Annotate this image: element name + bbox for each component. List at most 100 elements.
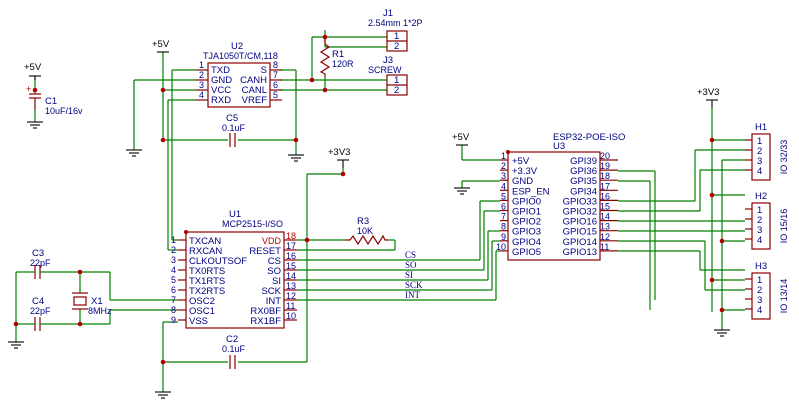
ref-c4: C4 bbox=[32, 296, 44, 307]
capacitor-c4: C4 22pF bbox=[30, 296, 51, 331]
pin-num: 7 bbox=[273, 70, 278, 80]
value-u1: MCP2515-I/SO bbox=[222, 219, 283, 229]
pin-name: TX0RTS bbox=[189, 266, 225, 277]
capacitor-c5: C5 0.1uF bbox=[222, 113, 246, 147]
pin-num: 2 bbox=[394, 41, 399, 52]
value-c3: 22pF bbox=[30, 258, 51, 268]
pin-num: 6 bbox=[171, 285, 176, 295]
header-label: IO 13/14 bbox=[779, 279, 789, 314]
power-label-3v3: +3V3 bbox=[697, 87, 719, 98]
pin-num: 1 bbox=[394, 31, 399, 42]
pin-name: GPIO2 bbox=[512, 217, 541, 228]
pin-num: 3 bbox=[501, 171, 506, 181]
pin-name: RXD bbox=[211, 95, 231, 106]
pin-name: GPI34 bbox=[570, 186, 597, 197]
pin-name: +5V bbox=[512, 156, 530, 167]
pin-num: 4 bbox=[757, 166, 762, 177]
pin-num: 4 bbox=[501, 181, 506, 191]
pin-name: GPIO16 bbox=[563, 217, 597, 228]
pin-name: RX0BF bbox=[250, 306, 281, 317]
pin-num: 18 bbox=[286, 231, 296, 241]
pin-num: 1 bbox=[394, 75, 399, 86]
power-3v3-u1: +3V3 bbox=[328, 147, 350, 168]
pin-num: 16 bbox=[286, 251, 296, 261]
pin-name: SCK bbox=[261, 286, 281, 297]
pin-num: 8 bbox=[171, 305, 176, 315]
header-label: IO 32/33 bbox=[779, 140, 789, 175]
pin-name: GPI35 bbox=[570, 176, 597, 187]
pin-num: 9 bbox=[501, 232, 506, 242]
ref-c1: C1 bbox=[45, 96, 57, 107]
pin-num: 4 bbox=[171, 265, 176, 275]
pin-num: 16 bbox=[600, 191, 610, 201]
ref-c2: C2 bbox=[226, 334, 238, 345]
ref-h1: H1 bbox=[755, 122, 767, 133]
pin-num: 6 bbox=[501, 202, 506, 212]
capacitor-c3: C3 22pF bbox=[30, 248, 51, 279]
pin-name: TXD bbox=[211, 65, 230, 76]
ground-icon bbox=[27, 121, 43, 129]
pin-name: RXCAN bbox=[189, 246, 222, 257]
pin-num: 4 bbox=[757, 235, 762, 246]
pin-name: GPIO15 bbox=[563, 227, 597, 238]
pin-num: 1 bbox=[199, 60, 204, 70]
connector-j3: 1 2 J3 SCREW bbox=[368, 55, 408, 96]
header-body bbox=[751, 272, 771, 320]
ground-icon bbox=[714, 329, 730, 337]
pin-num: 8 bbox=[501, 222, 506, 232]
ref-j3: J3 bbox=[383, 55, 393, 66]
pin-name: ESP_EN bbox=[512, 186, 550, 197]
pin-num: 14 bbox=[600, 212, 610, 222]
pin-num: 4 bbox=[757, 305, 762, 316]
pin-num: 3 bbox=[199, 80, 204, 90]
pin-num: 20 bbox=[600, 151, 610, 161]
pin-num: 19 bbox=[600, 161, 610, 171]
net-label: SCK bbox=[405, 280, 423, 290]
resistor-r3: R3 10K bbox=[345, 216, 388, 246]
net-labels: CS SO SI SCK INT bbox=[405, 250, 423, 300]
ground-icon bbox=[288, 154, 304, 162]
value-x1: 8MHz bbox=[88, 306, 112, 316]
pin-name: CS bbox=[268, 256, 281, 267]
pin-name: VREF bbox=[242, 95, 268, 106]
pin-name: VSS bbox=[189, 316, 208, 327]
pin-name: OSC1 bbox=[189, 306, 215, 317]
ref-u1: U1 bbox=[229, 209, 241, 220]
pin-name: SO bbox=[267, 266, 281, 277]
polarity-plus: + bbox=[26, 84, 31, 94]
net-label: INT bbox=[405, 290, 420, 300]
pin-name: VCC bbox=[211, 85, 231, 96]
pin-num: 3 bbox=[757, 156, 762, 167]
pin-num: 3 bbox=[171, 255, 176, 265]
pin-name: RX1BF bbox=[250, 316, 281, 327]
pin-name: TX2RTS bbox=[189, 286, 225, 297]
value-c4: 22pF bbox=[30, 306, 51, 316]
pin-name: GPI36 bbox=[570, 166, 597, 177]
power-5v-u2: +5V bbox=[152, 39, 170, 53]
pin-name: GPIO33 bbox=[563, 196, 597, 207]
ref-c5: C5 bbox=[226, 113, 238, 124]
pin-name: GPIO13 bbox=[563, 247, 597, 258]
pin-num: 1 bbox=[757, 275, 762, 286]
pin-num: 2 bbox=[757, 146, 762, 157]
power-5v-left: +5V bbox=[24, 62, 42, 80]
pin-num: 5 bbox=[501, 191, 506, 201]
value-c5: 0.1uF bbox=[222, 123, 246, 133]
pin-num: 9 bbox=[171, 315, 176, 325]
header-body bbox=[751, 133, 771, 181]
pin-name: GPIO5 bbox=[512, 247, 541, 258]
ground-icon bbox=[8, 341, 24, 349]
ref-r1: R1 bbox=[332, 49, 344, 60]
ref-j1: J1 bbox=[383, 8, 393, 19]
ref-x1: X1 bbox=[91, 296, 103, 307]
pin-num: 10 bbox=[286, 311, 296, 321]
pin-num: 1 bbox=[171, 235, 176, 245]
pin-num: 18 bbox=[600, 171, 610, 181]
pin-num: 1 bbox=[501, 151, 506, 161]
pin-name: GPIO4 bbox=[512, 237, 541, 248]
pin-num: 7 bbox=[171, 295, 176, 305]
pin-num: 13 bbox=[286, 281, 296, 291]
